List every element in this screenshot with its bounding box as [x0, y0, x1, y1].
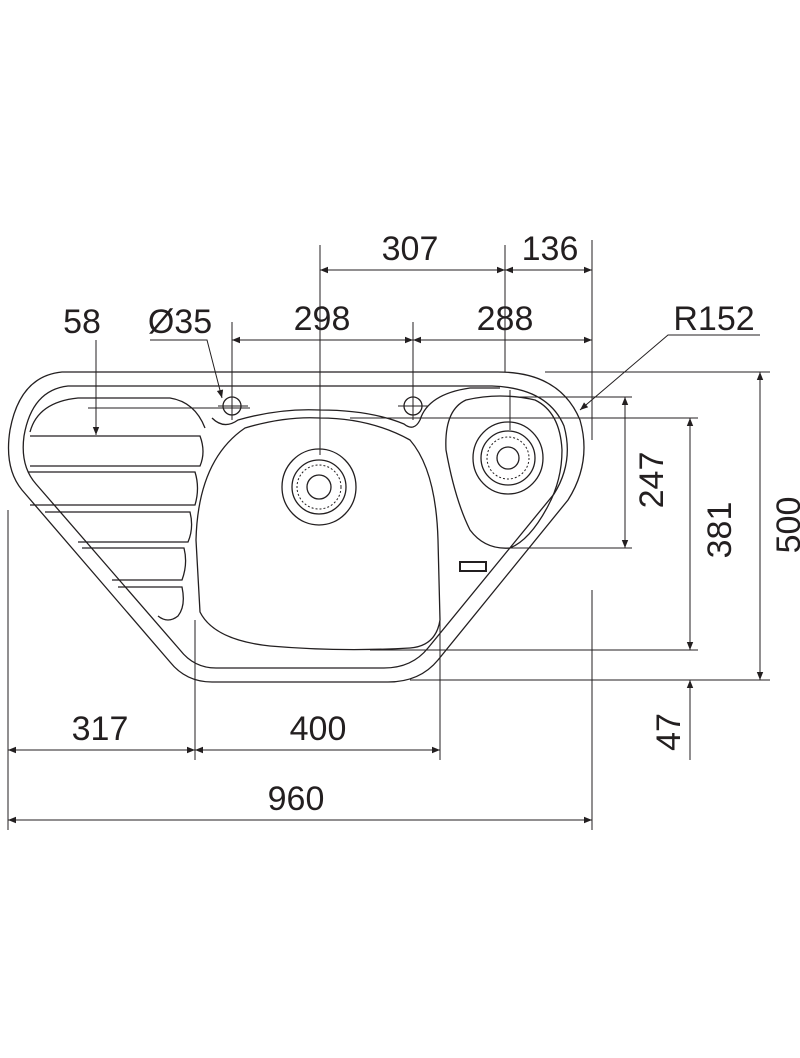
main-drain: [281, 448, 357, 526]
dim-381: 381: [701, 502, 739, 559]
dim-47: 47: [650, 713, 688, 751]
dim-247: 247: [633, 452, 671, 509]
dim-r152: R152: [673, 300, 754, 338]
main-bowl: [195, 409, 487, 651]
drainboard: [28, 397, 206, 621]
tap-hole-right: [398, 322, 428, 420]
dim-58: 58: [63, 303, 101, 341]
dim-960: 960: [268, 780, 325, 818]
dimension-lines: [8, 266, 764, 824]
half-bowl: [419, 387, 563, 549]
dim-136: 136: [522, 230, 579, 268]
dim-tap-diameter: Ø35: [148, 303, 212, 341]
dim-400: 400: [290, 710, 347, 748]
dim-298: 298: [294, 300, 351, 338]
dim-307: 307: [382, 230, 439, 268]
half-bowl-drain: [472, 421, 544, 495]
dim-288: 288: [477, 300, 534, 338]
overflow-icon: [459, 561, 487, 572]
dim-500: 500: [770, 497, 800, 554]
tap-hole-left: [218, 322, 248, 420]
dim-317: 317: [72, 710, 129, 748]
sink-outline: [7, 371, 585, 683]
